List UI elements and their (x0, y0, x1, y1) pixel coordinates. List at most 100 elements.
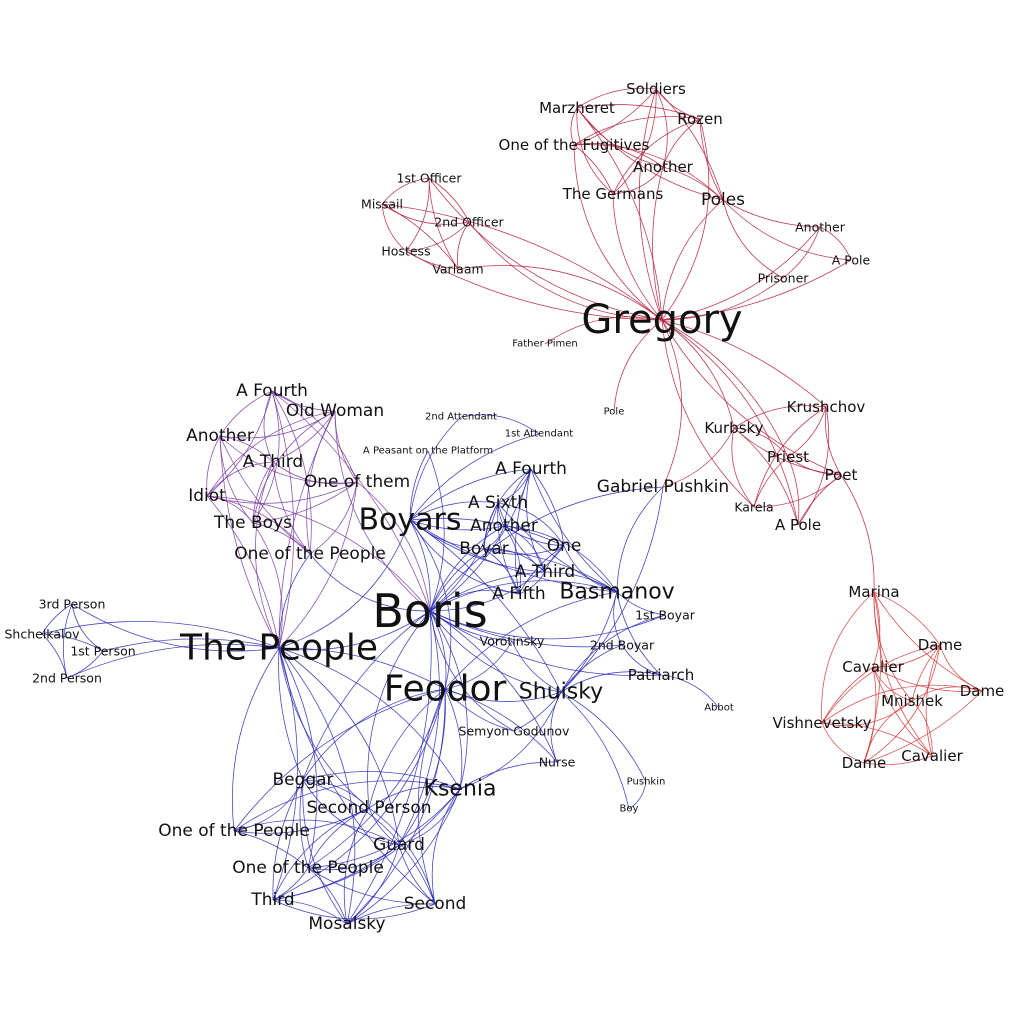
edge-guard-mosalsky (346, 844, 400, 925)
node-idiot: Idiot (188, 486, 226, 506)
node-one-of-them: One of them (304, 472, 410, 492)
edge-feodor-second (417, 688, 446, 905)
edge-first_officer-hostess (405, 177, 430, 252)
node-second-officer: 2nd Officer (434, 215, 504, 230)
edge-poles-prisoner (722, 199, 784, 279)
edge-a_third_m-basmanov (544, 571, 618, 593)
edge-another_l-the_people (219, 435, 280, 649)
edge-a_fourth_m-basmanov (530, 468, 618, 593)
edge-feodor-one_of_the_people_b1 (233, 688, 446, 832)
edge-feodor-vorotinsky (444, 640, 513, 690)
node-a-peasant: A Peasant on the Platform (363, 446, 493, 457)
edge-second_person-mosalsky (343, 807, 370, 925)
node-pushkin: Pushkin (627, 777, 666, 788)
edge-dame1-vishnevetsky (821, 644, 941, 724)
edge-feodor-ksenia (444, 688, 463, 790)
edge-one_of_the_people_b2-second (307, 867, 436, 905)
edge-vishnevetsky-dame3 (821, 722, 865, 764)
edge-boris-another_m (429, 525, 505, 612)
edge-the_people-one_of_the_people_b1 (231, 647, 280, 832)
edge-boris-a_peasant (427, 450, 445, 612)
edge-krushchov-karela (753, 406, 827, 508)
edge-the_boys-the_people (252, 522, 283, 649)
edge-gregory-pole_small (613, 319, 663, 413)
edge-gregory-the_germans (612, 193, 663, 321)
edge-gregory-varlaam (457, 265, 663, 321)
edge-boris-mosalsky (346, 610, 432, 925)
edge-boris-boyars (409, 519, 431, 612)
node-beggar: Beggar (272, 770, 333, 790)
edge-marzheret-one_of_the_fugitives (570, 107, 578, 146)
edge-a_fourth_l-the_people (271, 390, 295, 649)
edge-boris-beggar (302, 610, 431, 781)
edge-a_sixth-a_third_m (497, 502, 546, 573)
edge-marina-dame3 (863, 591, 882, 764)
edge-rozen-another_top (662, 118, 701, 168)
edge-second_person-one_of_the_people_b2 (307, 807, 370, 869)
edge-a_third_m-a_fifth (518, 571, 546, 595)
edge-guard-third (272, 844, 400, 901)
edge-ksenia-mosalsky (346, 788, 461, 925)
node-karela: Karela (734, 500, 773, 515)
edge-boyar-a_fifth (483, 548, 520, 595)
edge-the_people-second_person_small (66, 643, 280, 679)
edge-beggar-second_person (302, 779, 370, 809)
edge-dame1-dame2 (939, 644, 983, 692)
edge-the_people-mosalsky (278, 647, 356, 925)
edge-a_third_l-idiot (206, 461, 274, 497)
node-vishnevetsky: Vishnevetsky (773, 714, 872, 732)
edge-cavalier1-dame3 (863, 666, 877, 764)
edge-boris-shuisky (429, 610, 562, 693)
node-varlaam: Varlaam (432, 262, 483, 277)
edge-kurbsky-gabriel_pushkin (662, 427, 735, 488)
edge-a_fourth_l-old_woman (271, 390, 336, 412)
node-another-pole: Another (795, 220, 846, 235)
edge-gregory-second_officer (468, 221, 663, 321)
edge-first_officer-varlaam (428, 177, 459, 270)
edge-first_person-second_person_small (66, 650, 104, 679)
node-semyon-godunov: Semyon Godunov (459, 724, 571, 739)
node-a-fifth: A Fifth (492, 584, 545, 604)
edge-the_boys-one_of_the_people_l (252, 522, 311, 555)
edge-boris-second_boyar (429, 610, 623, 648)
edge-one_of_them-the_people (278, 481, 358, 649)
edge-boyars-a_fourth_m (409, 468, 532, 521)
edge-one_of_the_people_b2-one_of_the_people_b1 (233, 830, 309, 869)
edge-gregory-hostess (405, 250, 663, 321)
node-missail: Missail (361, 197, 403, 212)
edge-one_of_them-the_boys (252, 481, 358, 524)
edge-a_sixth-boyar (483, 502, 499, 550)
edge-gregory-krushchov (661, 319, 827, 408)
edge-gregory-prisoner (661, 277, 784, 321)
edge-shuisky-patriarch (560, 671, 662, 693)
edge-rozen-one_of_the_fugitives (573, 116, 701, 146)
edge-another_pole-prisoner (782, 226, 821, 279)
edge-kurbsky-krushchov (733, 405, 827, 429)
edge-ksenia-one_of_the_people_b1 (233, 780, 461, 832)
edge-boris-a_sixth (429, 502, 499, 612)
node-first-officer: 1st Officer (397, 171, 463, 186)
edge-kurbsky-priest (733, 427, 789, 458)
edge-a_third_l-the_people (255, 461, 280, 649)
edge-the_people-second_person (278, 647, 370, 809)
edge-the_people-one_of_the_people_b2 (278, 647, 318, 869)
edge-gregory-soldiers (638, 88, 663, 321)
node-vorotinsky: Vorotinsky (480, 634, 545, 649)
edge-gregory-poet (661, 319, 842, 476)
edge-another_m-a_third_m (503, 525, 546, 573)
edge-mnishek-vishnevetsky (821, 700, 913, 726)
edge-patriarch-abbot (660, 674, 720, 709)
edge-one_m-basmanov (563, 545, 618, 593)
edge-a_fourth_m-another_m (503, 468, 532, 527)
node-another-l: Another (186, 426, 254, 446)
edge-boris-guard (398, 610, 440, 846)
edge-beggar-guard (302, 779, 400, 846)
edge-boyars-second_attendant (409, 416, 462, 521)
edge-gregory-another_top (652, 166, 664, 321)
node-father-pimen: Father Pimen (512, 339, 577, 350)
edge-the_people-second (278, 647, 436, 905)
node-boy: Boy (620, 804, 639, 815)
edge-boyar-a_third_m (483, 548, 546, 573)
edge-the_people-third_person (71, 603, 280, 652)
node-guard: Guard (373, 835, 425, 855)
